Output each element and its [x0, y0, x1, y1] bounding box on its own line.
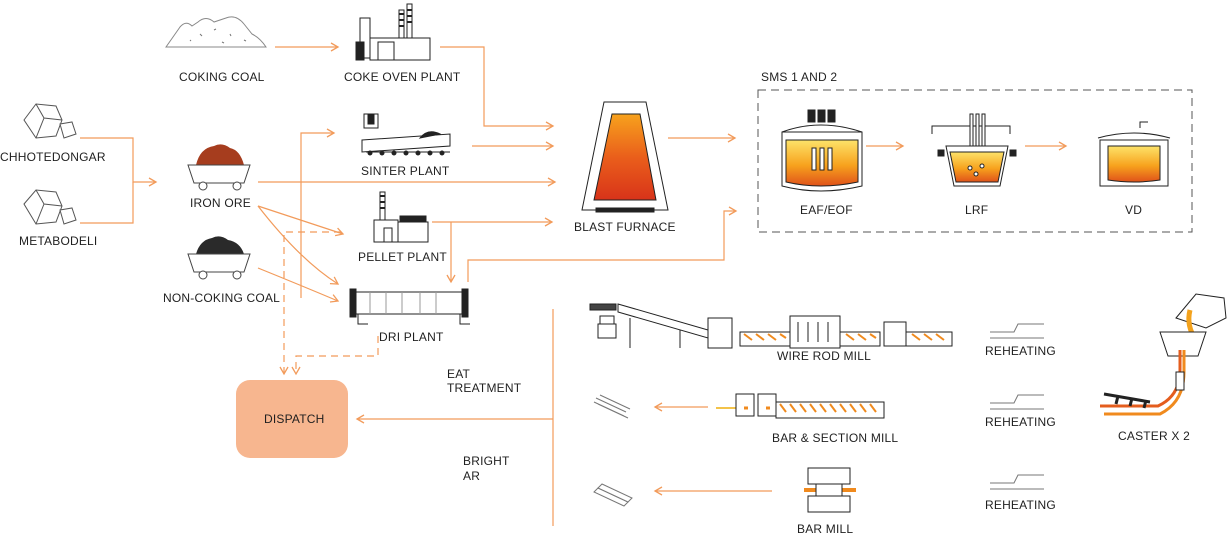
- labels: COKING COAL COKE OVEN PLANT CHHOTEDONGAR…: [0, 70, 1190, 536]
- lrf-icon: [931, 113, 1017, 187]
- pellet-plant-icon: [373, 191, 429, 243]
- metabodeli-label: METABODELI: [19, 234, 97, 248]
- coke-oven-plant-icon: [355, 3, 431, 61]
- arrow-iron-ore-to-dri: [257, 205, 340, 285]
- chhotedongar-label: CHHOTEDONGAR: [0, 150, 106, 164]
- reheating-label-2: REHEATING: [985, 415, 1056, 429]
- non-coking-coal-cart-icon: [187, 236, 251, 280]
- blast-furnace-label: BLAST FURNACE: [574, 220, 676, 234]
- bar-mill-label: BAR MILL: [797, 522, 853, 536]
- iron-ore-cart-icon: [187, 144, 251, 191]
- sms-title-label: SMS 1 AND 2: [761, 70, 837, 84]
- bar-mill-icon: [804, 467, 856, 513]
- coking-coal-pile-icon: [165, 16, 267, 48]
- arrow-dri-to-sms: [467, 206, 738, 282]
- arrow-non-coking-coal-to-dri: [257, 267, 340, 303]
- wire-coil-bundle-icon: [593, 394, 631, 419]
- caster-icon: [1100, 293, 1227, 416]
- heat-treatment-label-line2: TREATMENT: [447, 381, 522, 395]
- heat-treatment-label-line1: EAT: [447, 367, 471, 381]
- wire-rod-mill-label: WIRE ROD MILL: [777, 349, 871, 363]
- iron-ore-label: IRON ORE: [190, 196, 251, 210]
- metabodeli-rock-icon: [23, 189, 77, 225]
- eaf-label: EAF/EOF: [800, 203, 853, 217]
- reheating-furnace-icons: [990, 323, 1044, 490]
- bar-section-mill-line-icon: [716, 393, 885, 419]
- coke-oven-plant-label: COKE OVEN PLANT: [344, 70, 461, 84]
- arrow-iron-ore-to-pellet: [257, 205, 345, 237]
- dashed-dri-to-dispatch: [291, 336, 379, 376]
- pellet-plant-label: PELLET PLANT: [358, 250, 447, 264]
- vd-label: VD: [1125, 203, 1142, 217]
- arrow-iron-ore-to-sinter: [300, 128, 336, 298]
- dashed-pellet-to-dispatch: [279, 231, 341, 376]
- bar-bundle-icon: [593, 483, 633, 507]
- lrf-label: LRF: [965, 203, 988, 217]
- sinter-plant-label: SINTER PLANT: [361, 164, 450, 178]
- bright-bar-label-line1: BRIGHT: [463, 454, 510, 468]
- dri-plant-label: DRI PLANT: [379, 330, 444, 344]
- dispatch-label: DISPATCH: [264, 412, 325, 426]
- dispatch-box: [236, 380, 348, 458]
- caster-label: CASTER X 2: [1118, 429, 1190, 443]
- non-coking-coal-label: NON-COKING COAL: [163, 291, 280, 305]
- bright-bar-label-line2: AR: [463, 469, 480, 483]
- vd-icon: [1097, 121, 1171, 187]
- arrow-metabodeli-merge: [80, 182, 134, 224]
- sinter-plant-icon: [361, 113, 451, 156]
- arrow-coke-oven-to-blast-furnace: [440, 46, 555, 131]
- eaf-icon: [781, 109, 863, 192]
- chhotedongar-rock-icon: [23, 103, 77, 139]
- coking-coal-label: COKING COAL: [179, 70, 265, 84]
- reheating-label-1: REHEATING: [985, 344, 1056, 358]
- sms-dashed-box: [757, 89, 1193, 233]
- dri-plant-icon: [349, 288, 470, 325]
- reheating-label-3: REHEATING: [985, 498, 1056, 512]
- flow-lines: [80, 42, 1068, 526]
- wire-rod-mill-line-icon: [589, 303, 953, 349]
- blast-furnace-icon: [581, 101, 669, 213]
- bar-section-mill-label: BAR & SECTION MILL: [772, 431, 898, 445]
- arrow-chhotedongar-merge: [80, 137, 158, 187]
